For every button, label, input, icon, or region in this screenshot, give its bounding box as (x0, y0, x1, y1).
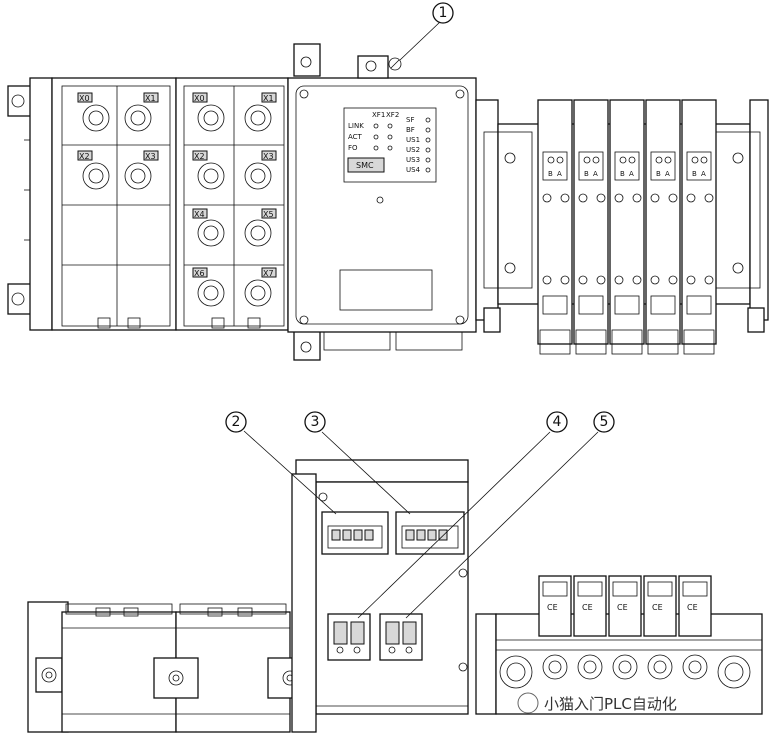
callout-2: 2 (225, 411, 337, 515)
solenoid-4: CE (643, 575, 677, 680)
ce-mark-4: CE (652, 603, 663, 612)
led-fo-label: FO (348, 144, 358, 152)
port-label-x0b: X0 (194, 94, 205, 103)
led-sf-label: SF (406, 116, 414, 124)
valve-2-a: A (593, 170, 598, 178)
connector-5 (379, 613, 423, 661)
valve-4-b: B (656, 170, 661, 178)
port-label-x3a: X3 (145, 152, 156, 161)
led-link-label: LINK (348, 122, 364, 130)
solenoid-5: CE (678, 575, 712, 680)
port-label-x1b: X1 (263, 94, 274, 103)
ce-mark-3: CE (617, 603, 628, 612)
port-label-x5b: X5 (263, 210, 274, 219)
port-label-x0a: X0 (79, 94, 90, 103)
valve-3-b: B (620, 170, 625, 178)
led-us4-label: US4 (406, 166, 421, 174)
valve-1: B A (537, 99, 573, 355)
callout-5-number: 5 (600, 414, 609, 430)
led-us1-label: US1 (406, 136, 420, 144)
solenoid-3: CE (608, 575, 642, 680)
led-bf-label: BF (406, 126, 415, 134)
port-label-x2a: X2 (79, 152, 90, 161)
callout-4: 4 (357, 411, 568, 619)
valve-1-b: B (548, 170, 553, 178)
ce-mark-2: CE (582, 603, 593, 612)
solenoid-2: CE (573, 575, 607, 680)
valve-2: B A (573, 99, 609, 355)
io-module-b: X0 X1 X2 X3 X4 X5 X6 X7 (175, 77, 289, 331)
callout-4-number: 4 (553, 414, 562, 430)
xf2-label: XF2 (386, 111, 399, 119)
io-module-a: X0 X1 X2 X3 (51, 77, 177, 331)
top-view: X0 X1 X2 X3 X (7, 2, 769, 361)
valve-5-b: B (692, 170, 697, 178)
port-label-x4b: X4 (194, 210, 205, 219)
valve-4-a: A (665, 170, 670, 178)
connector-3 (395, 511, 465, 555)
valve-3: B A (609, 99, 645, 355)
si-unit-top: XF1 XF2 LINK ACT FO SF BF US1 US2 US3 US… (287, 43, 477, 361)
callout-1: 1 (399, 2, 454, 61)
solenoid-1: CE (538, 575, 572, 680)
port-label-x2b: X2 (194, 152, 205, 161)
valve-manifold-side: CE CE CE CE (475, 575, 763, 715)
connector-4 (327, 613, 371, 661)
callout-5: 5 (405, 411, 615, 619)
valve-5-a: A (701, 170, 706, 178)
si-unit-side (291, 459, 469, 733)
callout-2-number: 2 (232, 414, 241, 430)
callout-3: 3 (304, 411, 411, 515)
io-modules-side (27, 601, 309, 733)
callout-3-number: 3 (311, 414, 320, 430)
valve-4: B A (645, 99, 681, 355)
ce-mark-5: CE (687, 603, 698, 612)
valve-manifold-top: B A B A B (475, 99, 769, 355)
valve-3-a: A (629, 170, 634, 178)
left-end-bracket (7, 77, 53, 331)
ce-mark-1: CE (547, 603, 558, 612)
led-us2-label: US2 (406, 146, 420, 154)
port-label-x3b: X3 (263, 152, 274, 161)
xf1-label: XF1 (372, 111, 385, 119)
port-label-x1a: X1 (145, 94, 156, 103)
port-label-x6b: X6 (194, 269, 205, 278)
callout-1-number: 1 (439, 5, 448, 21)
si-brand: SMC (356, 161, 374, 170)
led-us3-label: US3 (406, 156, 420, 164)
led-act-label: ACT (348, 133, 363, 141)
connector-2 (321, 511, 389, 555)
valve-2-b: B (584, 170, 589, 178)
bottom-view: CE CE CE CE (27, 411, 763, 733)
watermark-text: 小猫入门PLC自动化 (544, 695, 677, 713)
watermark: 小猫入门PLC自动化 (517, 692, 677, 714)
valve-5: B A (681, 99, 717, 355)
valve-1-a: A (557, 170, 562, 178)
port-label-x7b: X7 (263, 269, 274, 278)
